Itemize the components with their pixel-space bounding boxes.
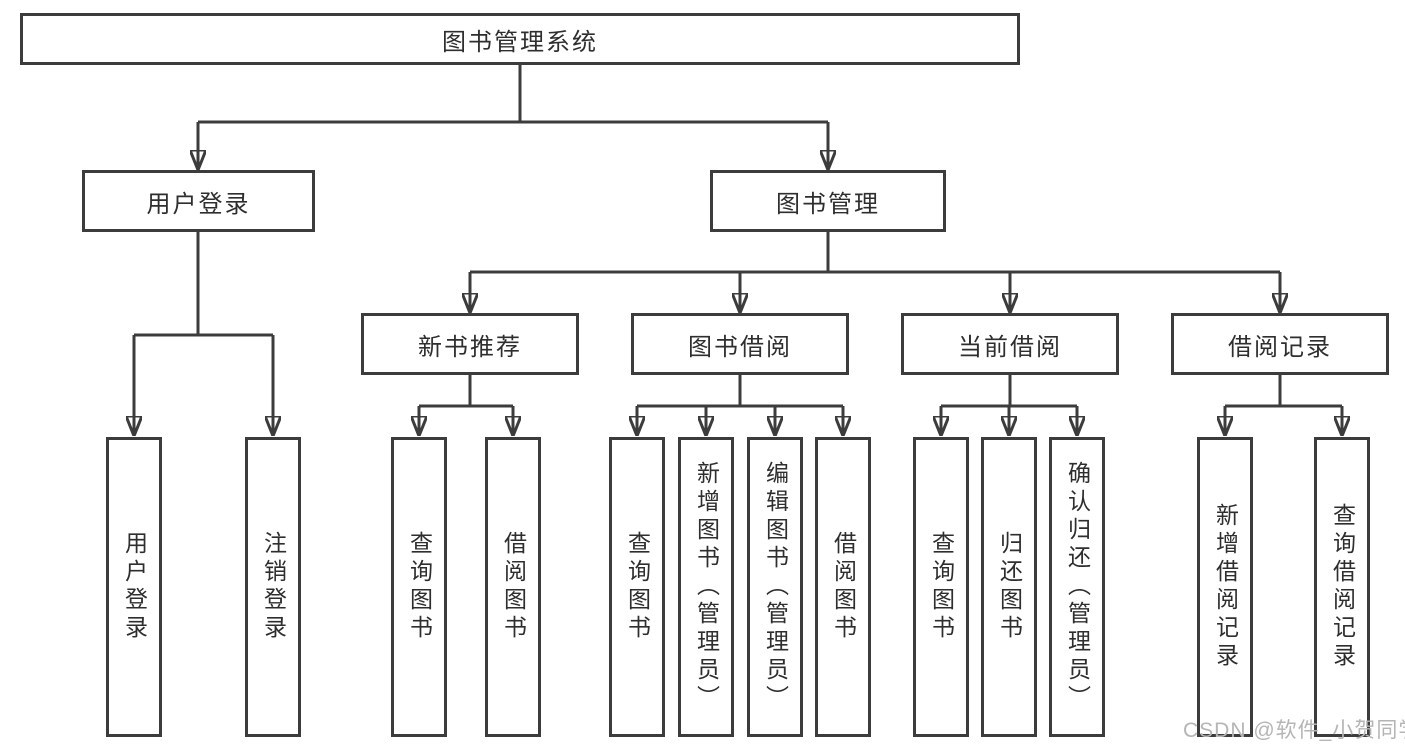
node-label: 图书借阅 bbox=[688, 333, 792, 361]
leaf-logout: 注销登录 bbox=[245, 437, 301, 737]
node-label: 新书推荐 bbox=[418, 333, 522, 361]
leaf-borrow-add-book-admin: 新增图书（管理员） bbox=[678, 437, 734, 737]
node-label: 当前借阅 bbox=[958, 333, 1062, 361]
node-label: 借阅记录 bbox=[1228, 333, 1332, 361]
connector-user-login-to-leaves bbox=[134, 232, 273, 433]
leaf-borrow-edit-book-admin: 编辑图书（管理员） bbox=[747, 437, 803, 737]
node-label: 查询借阅记录 bbox=[1329, 503, 1356, 671]
connector-book-mgmt-to-level3 bbox=[470, 232, 1280, 310]
watermark: CSDN @软件_小贺同学 bbox=[1183, 719, 1405, 742]
connector-new-book-rec-to-leaves bbox=[419, 375, 513, 433]
connector-borrow-records-to-leaves bbox=[1225, 375, 1342, 433]
node-label: 用户登录 bbox=[121, 531, 148, 643]
leaf-borrow-query-book: 查询图书 bbox=[609, 437, 665, 737]
leaf-records-query-record: 查询借阅记录 bbox=[1314, 437, 1370, 737]
node-label: 图书管理 bbox=[776, 190, 880, 218]
leaf-borrow-borrow-book: 借阅图书 bbox=[815, 437, 871, 737]
connector-root-to-level2 bbox=[198, 64, 828, 167]
node-current-borrow: 当前借阅 bbox=[901, 313, 1119, 375]
leaf-current-query-book: 查询图书 bbox=[913, 437, 969, 737]
node-label: 注销登录 bbox=[260, 531, 287, 643]
leaf-records-add-record: 新增借阅记录 bbox=[1197, 437, 1253, 737]
node-label: 编辑图书（管理员） bbox=[762, 461, 789, 713]
node-label: 新增图书（管理员） bbox=[693, 461, 720, 713]
node-book-borrow: 图书借阅 bbox=[631, 313, 849, 375]
node-label: 确认归还（管理员） bbox=[1064, 461, 1091, 713]
connector-book-borrow-to-leaves bbox=[637, 375, 843, 433]
node-label: 查询图书 bbox=[928, 531, 955, 643]
leaf-user-login: 用户登录 bbox=[106, 437, 162, 737]
node-label: 新增借阅记录 bbox=[1212, 503, 1239, 671]
node-book-management: 图书管理 bbox=[710, 170, 946, 232]
node-label: 借阅图书 bbox=[500, 531, 527, 643]
connector-current-borrow-to-leaves bbox=[941, 375, 1077, 433]
leaf-recommend-borrow-book: 借阅图书 bbox=[485, 437, 541, 737]
node-label: 查询图书 bbox=[624, 531, 651, 643]
node-label: 查询图书 bbox=[406, 531, 433, 643]
node-label: 用户登录 bbox=[146, 190, 251, 218]
leaf-current-confirm-return-admin: 确认归还（管理员） bbox=[1049, 437, 1105, 737]
node-label: 归还图书 bbox=[996, 531, 1023, 643]
node-user-login: 用户登录 bbox=[82, 170, 315, 232]
leaf-current-return-book: 归还图书 bbox=[981, 437, 1037, 737]
node-label: 图书管理系统 bbox=[442, 28, 598, 56]
node-borrow-records: 借阅记录 bbox=[1171, 313, 1389, 375]
node-new-book-recommend: 新书推荐 bbox=[361, 313, 579, 375]
node-library-management-system: 图书管理系统 bbox=[20, 13, 1020, 65]
leaf-recommend-query-book: 查询图书 bbox=[391, 437, 447, 737]
node-label: 借阅图书 bbox=[830, 531, 857, 643]
